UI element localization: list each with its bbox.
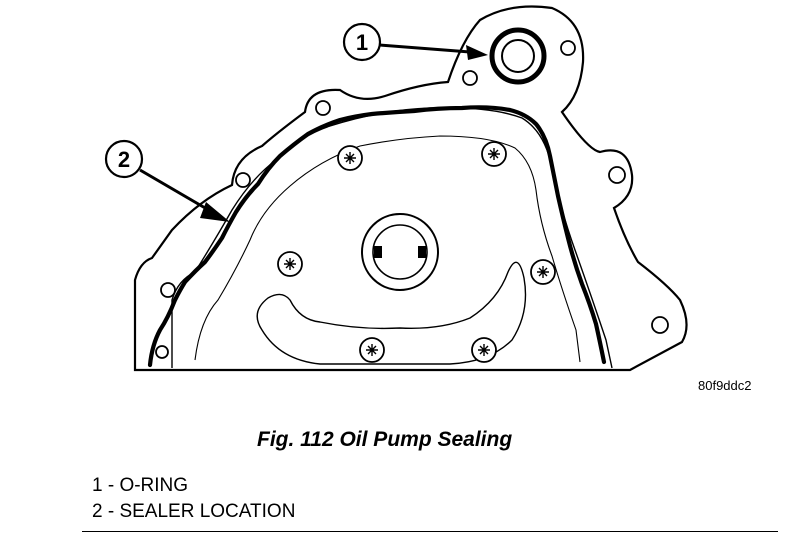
bottom-divider: [82, 531, 778, 532]
callout-1-number: 1: [356, 30, 368, 55]
sealer-bead: [147, 105, 607, 368]
bolt-mid-left: [277, 251, 303, 277]
o-ring: [489, 27, 547, 85]
bolt-bottom-right: [471, 337, 497, 363]
pump-housing-outline: [133, 5, 688, 372]
figure-caption: Fig. 112 Oil Pump Sealing: [257, 428, 513, 451]
callout-1: 1: [342, 22, 488, 62]
inner-ridge: [194, 135, 581, 363]
perimeter-holes: [155, 40, 669, 359]
image-code: 80f9ddc2: [698, 378, 752, 393]
oil-pump-illustration: 1 2 80f9ddc2: [104, 5, 752, 393]
bolt-top-left: [337, 145, 363, 171]
callout-2-number: 2: [118, 147, 130, 172]
bolt-bottom-left: [359, 337, 385, 363]
bolt-mid-right: [530, 259, 556, 285]
bolt-top-right: [481, 141, 507, 167]
legend-item-o-ring: 1 - O-RING: [92, 475, 189, 496]
drive-hub: [361, 213, 439, 291]
callout-2: 2: [104, 139, 230, 222]
legend-item-sealer-location: 2 - SEALER LOCATION: [92, 501, 296, 522]
